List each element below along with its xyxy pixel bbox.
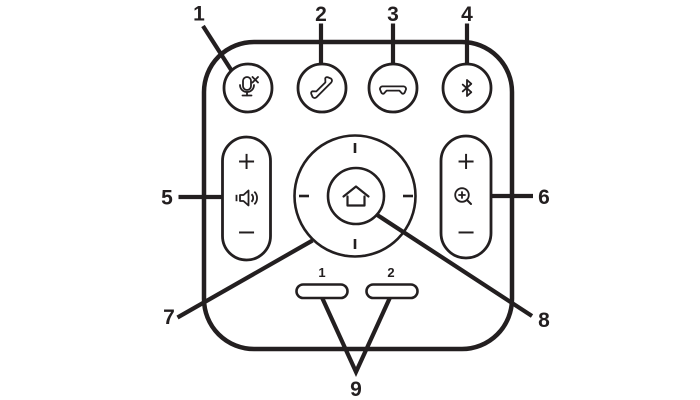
volume-minus-label: − <box>236 218 256 246</box>
preset-1-label: 1 <box>318 265 325 280</box>
callout-7: 7 <box>163 306 175 329</box>
call-end-icon <box>379 85 407 95</box>
preset-1-button <box>295 283 349 300</box>
zoom-rocker-face <box>439 134 493 260</box>
callout-2: 2 <box>315 3 327 26</box>
callout-1: 1 <box>193 3 205 26</box>
preset-buttons: 1 2 <box>295 265 419 300</box>
call-answer-icon <box>310 76 333 99</box>
volume-icon <box>235 189 258 207</box>
volume-rocker-face <box>221 135 272 262</box>
callout-4: 4 <box>461 3 473 26</box>
zoom-rocker: + − <box>439 134 493 260</box>
call-end-button <box>367 62 419 114</box>
volume-rocker: + − <box>221 135 272 262</box>
zoom-minus-label: − <box>456 218 476 246</box>
zoom-in-icon <box>454 187 472 205</box>
callout-9: 9 <box>350 378 362 400</box>
callout-6: 6 <box>538 186 550 209</box>
call-end-button-face <box>367 62 419 114</box>
preset-2-label: 2 <box>387 265 394 280</box>
callout-5: 5 <box>161 187 173 210</box>
volume-plus-label: + <box>236 147 256 175</box>
mic-mute-icon <box>239 76 259 97</box>
home-button <box>326 166 386 226</box>
callout-1-line <box>201 24 234 72</box>
callout-8-line <box>375 212 534 318</box>
call-answer-button-face <box>296 62 348 114</box>
bluetooth-icon <box>461 79 473 97</box>
mic-mute-button-face <box>222 62 274 114</box>
callout-9-lines <box>320 296 392 378</box>
callout-7-line <box>176 238 314 320</box>
zoom-plus-label: + <box>456 147 476 175</box>
preset-2-button <box>365 283 419 300</box>
call-answer-button <box>296 62 348 114</box>
home-icon <box>342 185 370 207</box>
bluetooth-button <box>441 62 493 114</box>
dpad <box>293 134 417 258</box>
mic-mute-button <box>222 62 274 114</box>
callout-3: 3 <box>387 3 399 26</box>
callout-8: 8 <box>538 309 550 332</box>
